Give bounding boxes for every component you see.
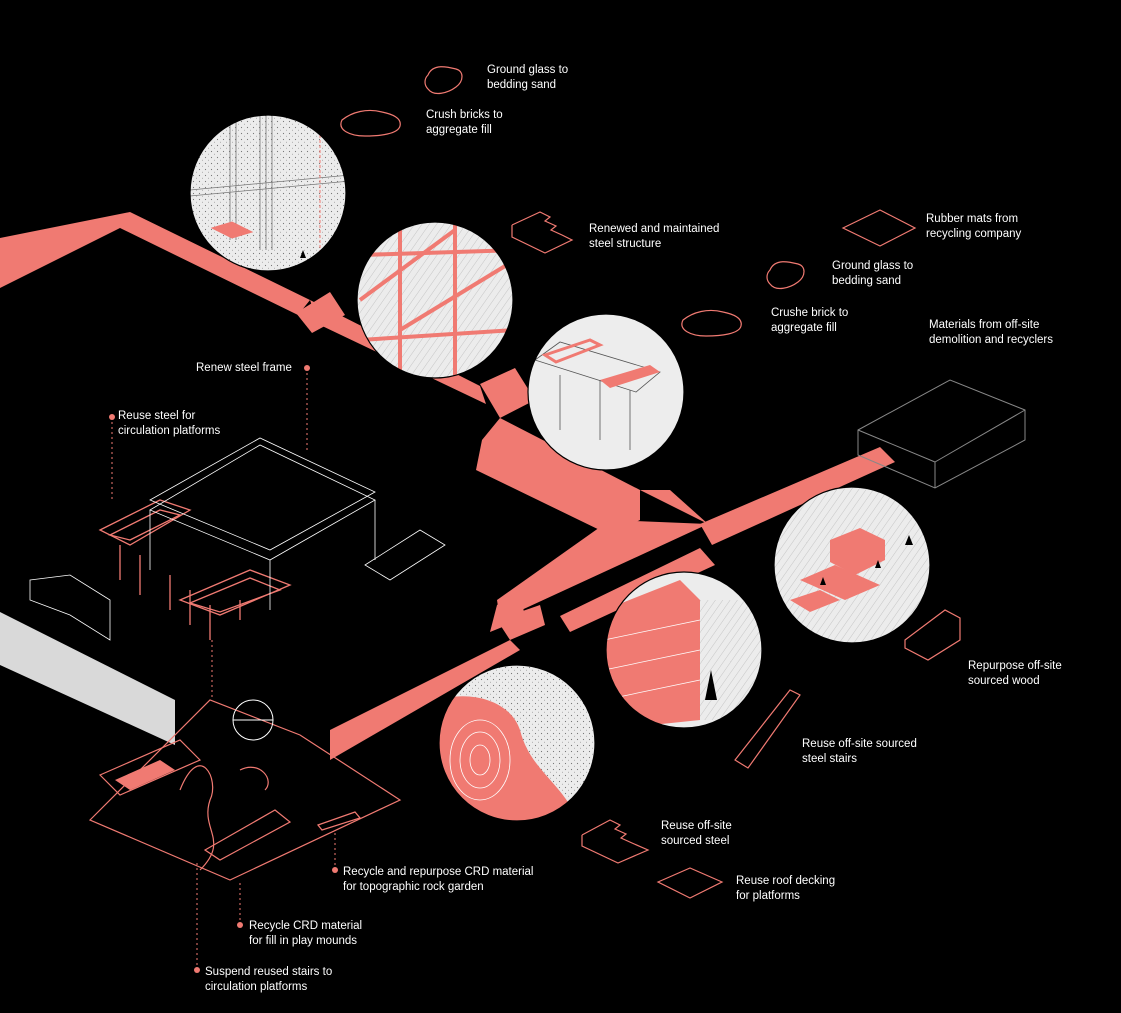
glass-icon-2 [767,262,804,289]
label-renew-frame: Renew steel frame [196,361,292,376]
offsite-warehouse [858,380,1025,488]
leader-dots [109,365,338,973]
steel-icon-2 [582,820,648,863]
circle-ground-glass [190,115,350,275]
material-icons [341,67,960,898]
mat-icon-1 [843,210,915,246]
steel-icon-1 [512,212,572,253]
decking-icon [658,868,722,898]
glass-icon-1 [425,67,462,94]
building-structure [100,500,290,640]
wood-icon [905,610,960,660]
stairs-icon [735,690,800,768]
brick-icon-1 [341,110,400,136]
circle-steel-structure [355,220,520,380]
building-frame [150,438,375,610]
gray-ground-band [0,612,175,745]
brick-icon-2 [682,310,741,336]
circle-rubber-mats [772,485,932,645]
circle-rock-garden [437,663,597,823]
